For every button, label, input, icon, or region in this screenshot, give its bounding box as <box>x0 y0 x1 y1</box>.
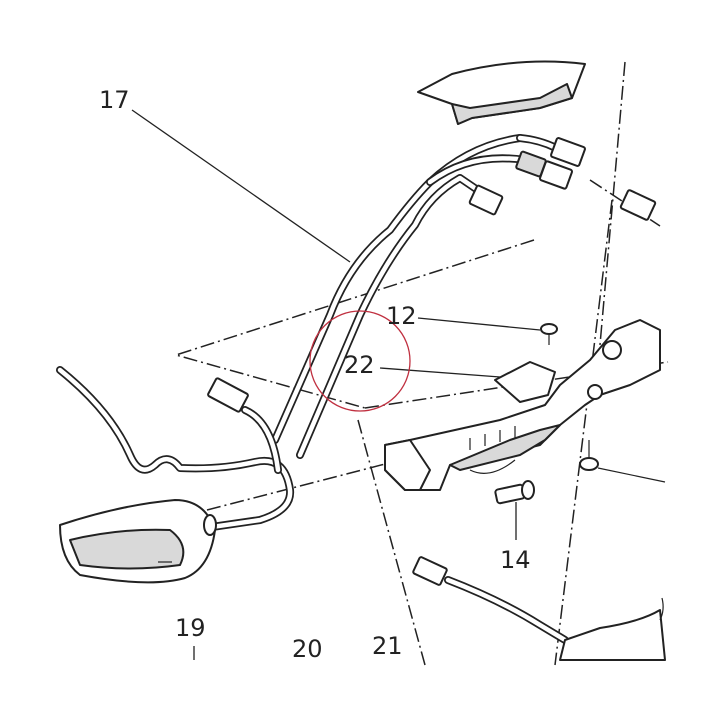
top-cover-part <box>417 60 586 125</box>
screw-right <box>579 440 666 483</box>
callout-21: 21 <box>372 632 403 660</box>
turn-signal-lamp <box>59 499 217 584</box>
callout-19: 19 <box>175 614 206 642</box>
callout-17: 17 <box>99 86 130 114</box>
wiring-harness-17 <box>271 134 657 459</box>
callout-14: 14 <box>500 546 531 574</box>
screw-14 <box>494 480 535 505</box>
highlight-circle <box>309 310 411 412</box>
callout-20: 20 <box>292 635 323 663</box>
callout-22: 22 <box>344 351 375 379</box>
callout-12: 12 <box>386 302 417 330</box>
screw-12 <box>540 323 558 345</box>
leader-lines <box>131 109 541 660</box>
mounting-bracket-22 <box>384 319 661 491</box>
lower-sub-harness <box>412 556 666 661</box>
left-cable <box>56 366 295 532</box>
